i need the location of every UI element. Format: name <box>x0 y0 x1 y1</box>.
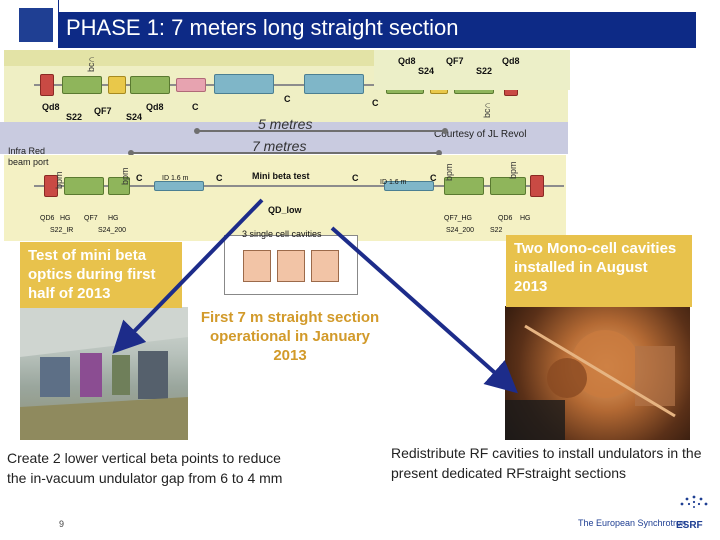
label-s24: S24 <box>418 66 435 76</box>
label-c: C <box>136 173 143 183</box>
sextupole-magnet <box>108 76 126 94</box>
tunnel-photo-illustration <box>20 307 188 440</box>
label-s22: S22 <box>66 112 83 122</box>
undulator <box>384 181 434 191</box>
label-bpm: bpm <box>120 167 130 185</box>
label-qd6: QD6 <box>498 215 513 222</box>
quadrupole-magnet <box>64 177 104 195</box>
label-hg: HG <box>108 215 119 222</box>
label-qd6: QD6 <box>40 215 55 222</box>
label-qd8: Qd8 <box>42 102 60 112</box>
label-hg: HG <box>520 215 531 222</box>
quadrupole-magnet <box>130 76 170 94</box>
header-bar <box>58 12 696 48</box>
dimension-line-5m <box>196 130 446 132</box>
label-bcn: bc∩ <box>482 102 492 118</box>
courtesy-band <box>0 122 568 154</box>
tunnel-photo <box>20 307 188 440</box>
label-qf7: QF7 <box>446 56 464 66</box>
label-qd8: Qd8 <box>146 102 164 112</box>
label-c: C <box>352 173 359 183</box>
cavities-schematic <box>224 235 358 295</box>
quadrupole-magnet <box>490 177 526 195</box>
header-square <box>19 8 53 42</box>
esrf-logo-icon <box>680 495 708 508</box>
courtesy-credit: Courtesy of JL Revol <box>434 129 527 140</box>
bottom-right-caption: Redistribute RF cavities to install undu… <box>391 445 702 481</box>
label-c: C <box>216 173 223 183</box>
label-s24: S24 <box>126 112 143 122</box>
label-qf7-hg: QF7_HG <box>444 215 473 222</box>
footer-brand: The European Synchrotron <box>578 518 687 528</box>
label-mini-beta: Mini beta test <box>252 171 310 181</box>
quadrupole-magnet <box>62 76 102 94</box>
beam-line <box>34 84 564 86</box>
dipole-magnet <box>40 74 54 96</box>
single-cell-cavity <box>311 250 339 282</box>
label-s24-200: S24_200 <box>98 227 127 234</box>
label-id: ID 1.6 m <box>162 175 189 182</box>
label-qd-low: QD_low <box>268 205 302 215</box>
label-id: ID 1.6 m <box>380 179 407 186</box>
seven-metres-label: 7 metres <box>252 138 307 154</box>
corrector-magnet <box>176 78 206 92</box>
esrf-logo-text: ESRF <box>676 520 703 531</box>
label-qd8: Qd8 <box>398 56 416 66</box>
beam-line <box>34 185 564 187</box>
label-c: C <box>372 98 379 108</box>
label-qf7: QF7 <box>94 106 112 116</box>
label-s24-200: S24_200 <box>446 227 475 234</box>
quadrupole-magnet <box>108 177 130 195</box>
cavity-photo-illustration <box>505 324 676 440</box>
label-hg: HG <box>60 215 71 222</box>
dipole-magnet <box>44 175 58 197</box>
dimension-endpoint <box>442 128 448 134</box>
page-number: 9 <box>59 519 65 529</box>
five-metres-label: 5 metres <box>258 116 313 132</box>
dimension-endpoint <box>436 150 442 156</box>
label-qd8: Qd8 <box>502 56 520 66</box>
dimension-line-7m <box>130 152 440 154</box>
label-qf7: QF7 <box>84 215 98 222</box>
label-bcn: bc∩ <box>86 56 96 72</box>
callout-mini-beta: Test of mini beta optics during first ha… <box>20 242 182 308</box>
single-cell-cavity <box>277 250 305 282</box>
label-c: C <box>430 173 437 183</box>
rf-cavity <box>304 74 364 94</box>
dipole-magnet <box>530 175 544 197</box>
callout-mono-cell: Two Mono-cell cavities installed in Augu… <box>506 235 692 307</box>
rf-cavity <box>214 74 274 94</box>
label-bpm: bpm <box>508 161 518 179</box>
single-cell-cavity <box>243 250 271 282</box>
callout-first-7m: First 7 m straight section operational i… <box>200 309 380 364</box>
infra-red-label: Infra Red beam port <box>8 146 49 167</box>
label-bpm: bpm <box>54 171 64 189</box>
cavities-label: 3 single cell cavities <box>242 229 322 239</box>
undulator <box>154 181 204 191</box>
lattice-schematic-top-right: Qd8 S24 QF7 S22 Qd8 <box>374 50 570 90</box>
label-c: C <box>192 102 199 112</box>
header-tick <box>58 0 59 12</box>
label-c: C <box>284 94 291 104</box>
dimension-endpoint <box>194 128 200 134</box>
slide-title: PHASE 1: 7 meters long straight section <box>66 15 459 40</box>
label-bpm: bpm <box>444 163 454 181</box>
bottom-left-caption: Create 2 lower vertical beta points to r… <box>7 450 283 486</box>
label-s22: S22 <box>490 227 503 234</box>
dimension-endpoint <box>128 150 134 156</box>
label-s22: S22 <box>476 66 493 76</box>
quadrupole-magnet <box>444 177 484 195</box>
cavity-photo <box>505 306 690 440</box>
label-s22-ir: S22_IR <box>50 227 74 234</box>
